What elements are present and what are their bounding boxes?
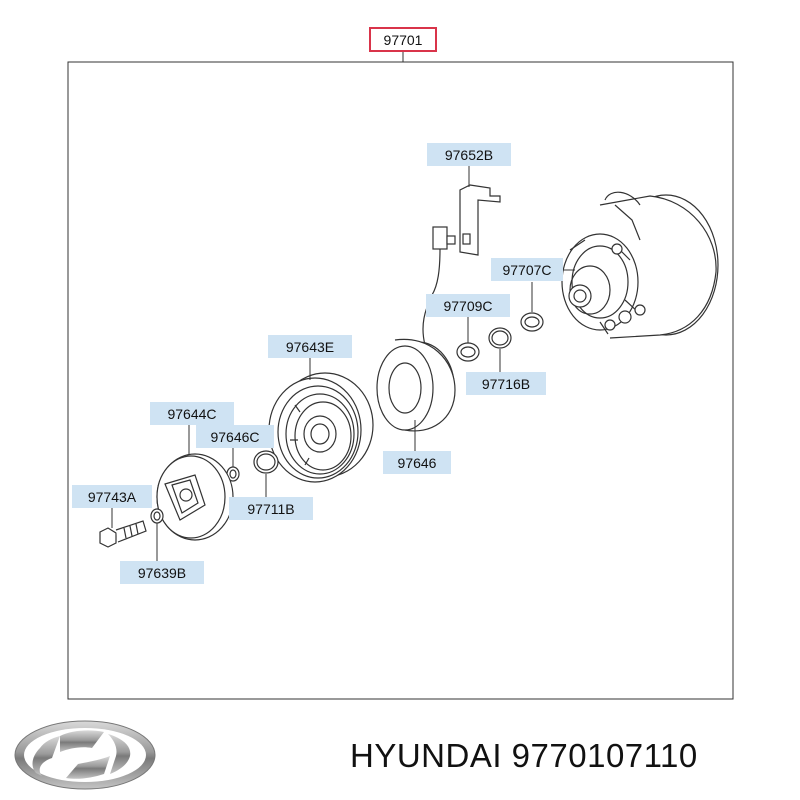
part-label-text: 97652B	[445, 147, 493, 163]
part-label-97709C[interactable]: 97709C	[426, 294, 510, 317]
bracket-drawing	[459, 184, 501, 256]
part-label-text: 97743A	[88, 489, 137, 505]
part-label-text: 97646	[398, 455, 437, 471]
part-label-97711B[interactable]: 97711B	[229, 497, 313, 520]
hyundai-logo-icon	[14, 720, 156, 790]
part-label-97643E[interactable]: 97643E	[268, 335, 352, 358]
parts-diagram: 97701	[67, 27, 734, 700]
part-label-97707C[interactable]: 97707C	[491, 258, 563, 281]
snap-ring-97716B	[488, 327, 512, 349]
part-label-text: 97644C	[167, 406, 216, 422]
bolt-drawing	[99, 520, 147, 548]
assembly-part-number: 97701	[384, 32, 423, 48]
part-label-text: 97707C	[502, 262, 551, 278]
part-label-97646C[interactable]: 97646C	[196, 425, 274, 448]
part-label-text: 97709C	[443, 298, 492, 314]
diagram-frame	[67, 61, 734, 700]
snap-ring-97709C	[456, 342, 480, 362]
part-label-97716B[interactable]: 97716B	[466, 372, 546, 395]
compressor-drawing	[561, 191, 719, 339]
pulley-drawing	[268, 372, 374, 483]
clutch-plate-drawing	[156, 453, 234, 541]
part-label-97743A[interactable]: 97743A	[72, 485, 152, 508]
part-label-text: 97711B	[247, 501, 294, 517]
part-label-97639B[interactable]: 97639B	[120, 561, 204, 584]
part-label-text: 97646C	[210, 429, 259, 445]
connector-drawing	[422, 226, 456, 346]
part-label-97646[interactable]: 97646	[383, 451, 451, 474]
snap-ring-97707C	[520, 312, 544, 332]
part-caption: HYUNDAI 9770107110	[350, 737, 698, 774]
washer-97639B	[150, 508, 164, 524]
field-coil-drawing	[376, 338, 456, 432]
part-label-97644C[interactable]: 97644C	[150, 402, 234, 425]
part-label-97652B[interactable]: 97652B	[427, 143, 511, 166]
part-label-text: 97639B	[138, 565, 186, 581]
assembly-label[interactable]: 97701	[369, 27, 437, 52]
snap-ring-97711B	[253, 450, 279, 474]
part-label-text: 97716B	[482, 376, 530, 392]
part-label-text: 97643E	[286, 339, 334, 355]
